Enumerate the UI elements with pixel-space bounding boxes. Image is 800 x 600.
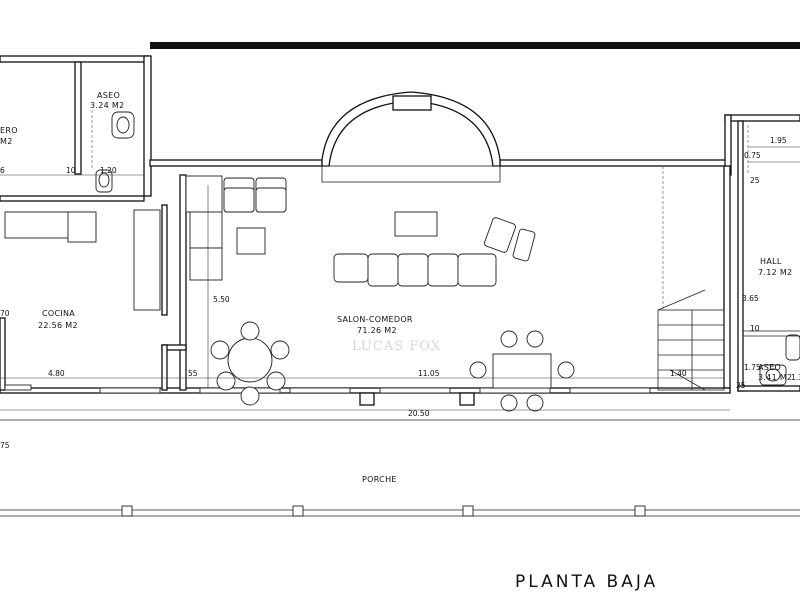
- dim-6: 6: [0, 166, 5, 175]
- dim-10a: 10: [66, 166, 76, 175]
- room-area-partial: M2: [0, 137, 13, 146]
- room-area-aseo-top: 3.24 M2: [90, 101, 124, 110]
- dimension-labels: 6 10 1.20 1.95 0.75 25 5.50 70 3.65 10 1…: [0, 136, 800, 450]
- kitchen-counters: [4, 209, 161, 391]
- bay-window-arch: [321, 91, 501, 183]
- dim-1-3: 1.3: [791, 373, 800, 382]
- dim-70: 70: [0, 309, 10, 318]
- dim-25b: 25: [736, 381, 746, 390]
- dim-4-80: 4.80: [48, 369, 65, 378]
- room-name-porche: PORCHE: [362, 475, 397, 484]
- roof-edge: [150, 42, 800, 49]
- dim-55: 55: [188, 369, 198, 378]
- dim-20-50: 20.50: [408, 409, 430, 418]
- watermark: LUCAS FOX: [352, 339, 441, 354]
- room-area-hall: 7.12 M2: [758, 268, 792, 277]
- room-labels: ASEO 3.24 M2 ERO M2 COCINA 22.56 M2 SALO…: [0, 91, 792, 484]
- plan-title: PLANTA BAJA: [515, 572, 658, 592]
- room-area-aseo-right: 3.41 M2: [758, 373, 792, 382]
- dim-5-50: 5.50: [213, 295, 230, 304]
- dim-1-20: 1.20: [100, 166, 117, 175]
- dim-3-65: 3.65: [742, 294, 759, 303]
- central-sofas: [333, 211, 536, 287]
- dim-10b: 10: [750, 324, 760, 333]
- room-name-salon-comedor: SALON-COMEDOR: [337, 315, 413, 324]
- dim-75: 75: [0, 441, 10, 450]
- room-name-cocina: COCINA: [42, 309, 75, 318]
- dim-1-75: 1.75: [744, 363, 761, 372]
- porch: [0, 419, 800, 517]
- room-name-hall: HALL: [760, 257, 782, 266]
- dim-1-40: 1.40: [670, 369, 687, 378]
- dim-0-75: 0.75: [744, 151, 761, 160]
- hall-fixtures: [743, 125, 800, 386]
- dim-1-95: 1.95: [770, 136, 787, 145]
- dim-25a: 25: [750, 176, 760, 185]
- room-area-cocina: 22.56 M2: [38, 321, 78, 330]
- room-name-aseo-right: ASEO: [758, 363, 781, 372]
- room-name-aseo-top: ASEO: [97, 91, 120, 100]
- aseo-fixtures: [91, 110, 135, 193]
- room-name-partial: ERO: [0, 126, 18, 135]
- room-area-salon-comedor: 71.26 M2: [357, 326, 397, 335]
- facade-windows: [99, 387, 651, 406]
- rect-dining-table: [469, 330, 575, 412]
- dimension-lines: [0, 146, 800, 411]
- staircase: [657, 166, 725, 391]
- round-dining-table: [210, 321, 290, 406]
- dim-11-05: 11.05: [418, 369, 440, 378]
- lounge-sofas: [185, 175, 287, 281]
